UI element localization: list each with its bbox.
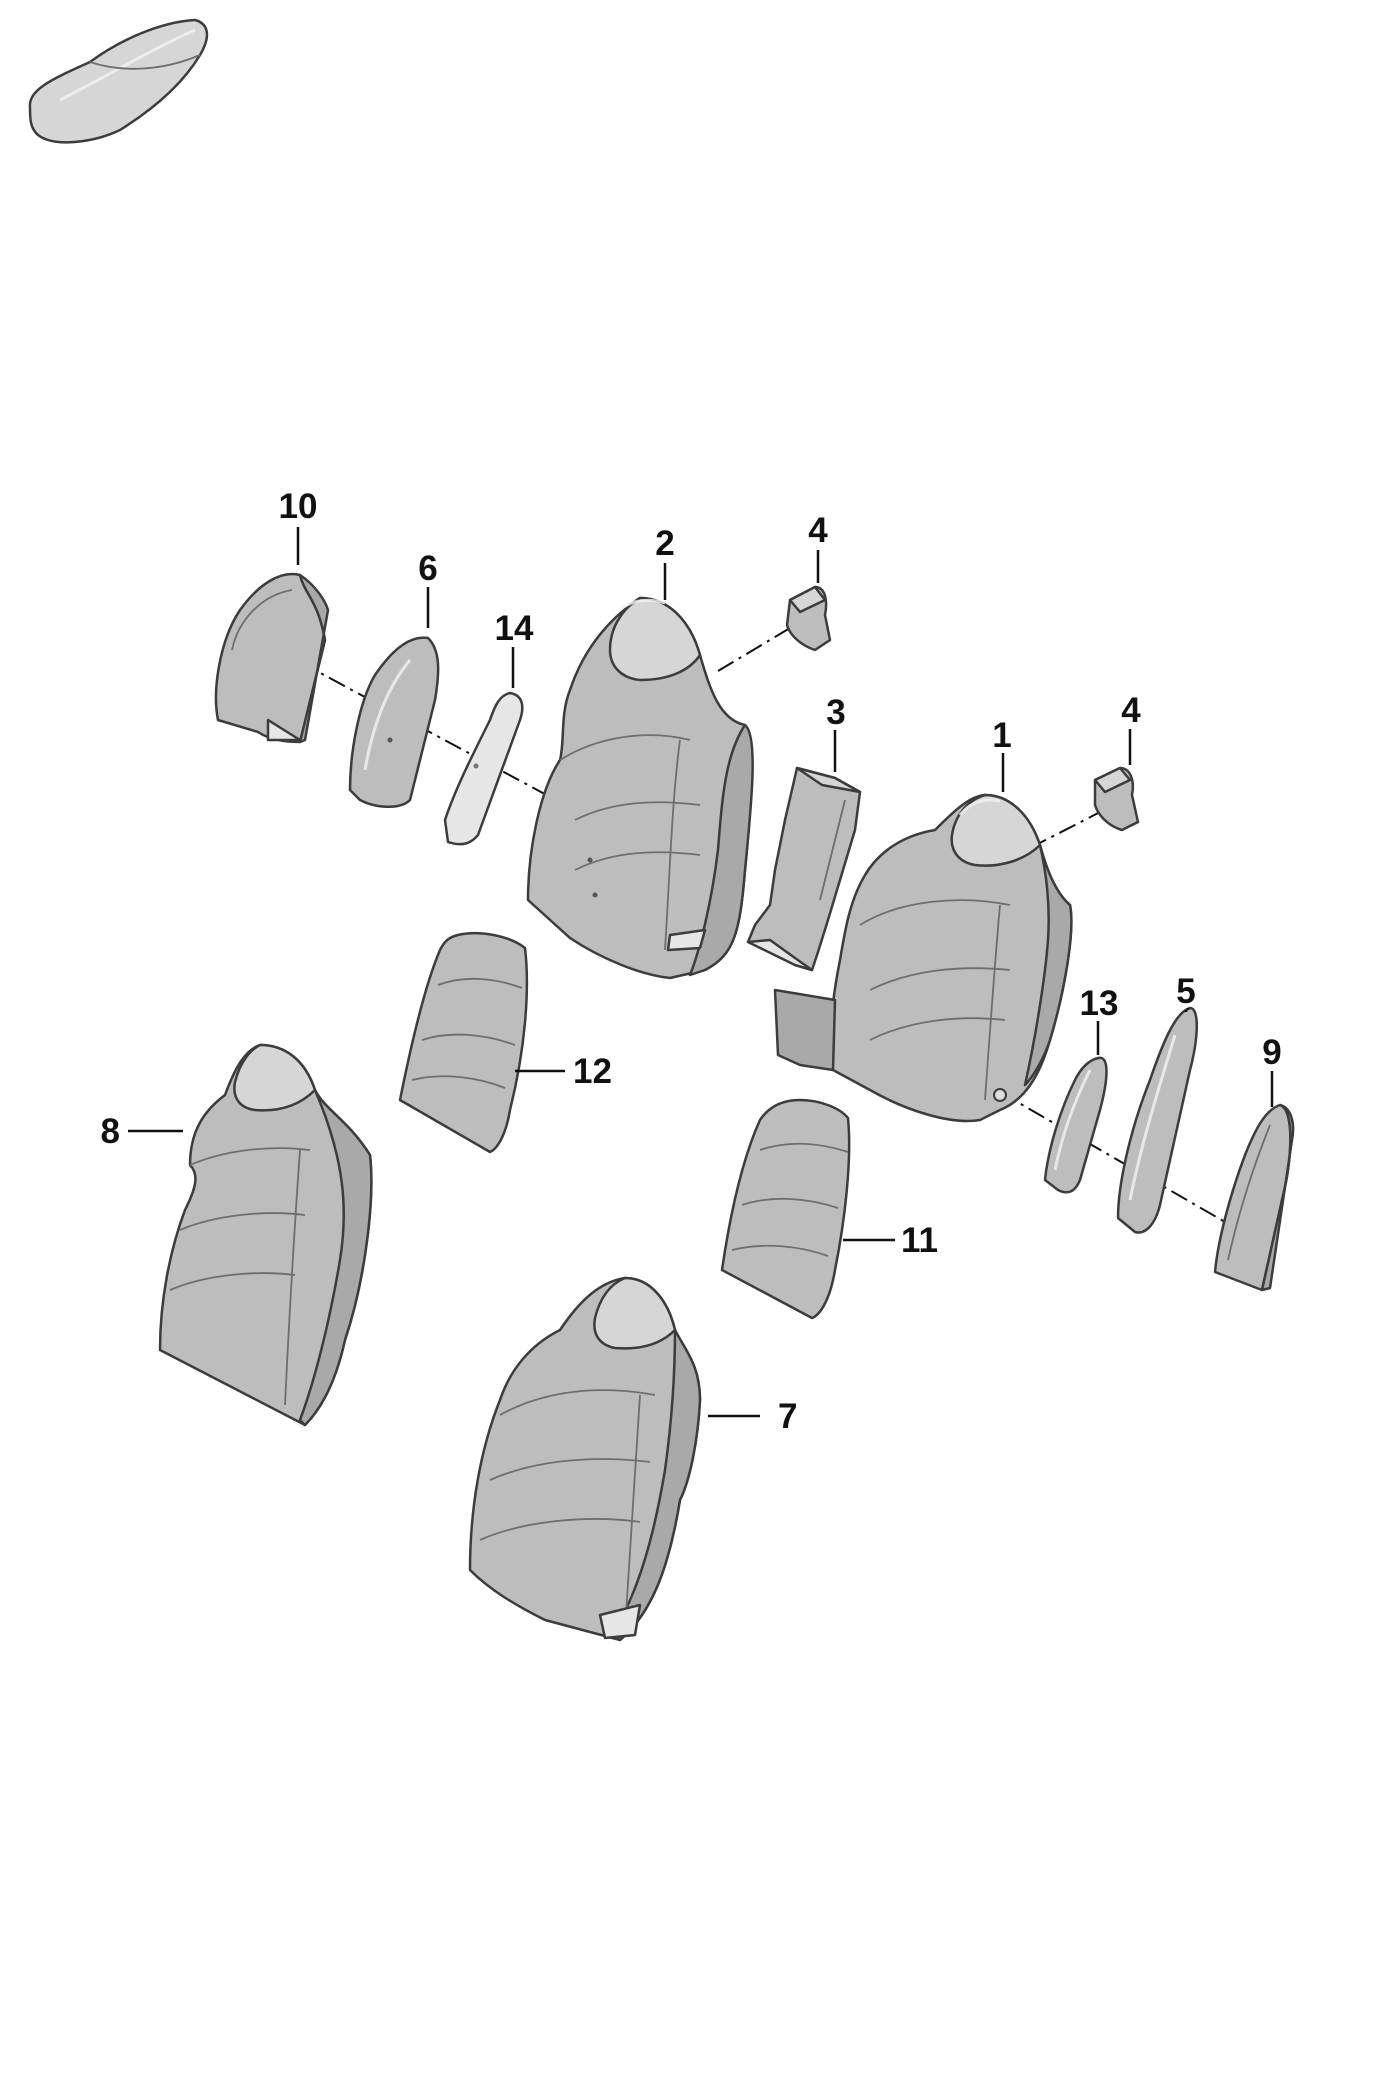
callout-11: 11: [901, 1221, 938, 1260]
part-6-side-padding: [348, 636, 440, 808]
part-13-side-trim: [1043, 1056, 1108, 1194]
callout-7: 7: [778, 1397, 797, 1436]
callout-8: 8: [101, 1112, 120, 1151]
callout-6: 6: [418, 549, 437, 588]
part-12-cover-panel: [398, 931, 529, 1154]
callout-14: 14: [495, 609, 534, 648]
callout-3: 3: [826, 693, 845, 732]
callout-4-lower: 4: [1121, 691, 1141, 730]
part-1-seat-backrest-right: [773, 793, 1073, 1123]
callout-10: 10: [279, 487, 318, 526]
leader-lines: [128, 527, 1274, 1418]
assembly-axis-lines: [299, 627, 1226, 1223]
callout-12: 12: [573, 1052, 612, 1091]
part-14-foam-strip: [443, 691, 524, 846]
part-11-cover-panel: [720, 1098, 851, 1320]
callout-13: 13: [1080, 984, 1119, 1023]
part-7-backrest-cover: [468, 1276, 702, 1642]
part-8-backrest-cover: [158, 1043, 373, 1427]
callout-1: 1: [992, 716, 1011, 755]
part-4-headrest-guide-lower: [1093, 766, 1140, 832]
callout-4-upper: 4: [808, 511, 828, 550]
part-5-side-padding: [1116, 1006, 1198, 1234]
callout-5: 5: [1176, 972, 1195, 1011]
part-9-side-cover: [1213, 1103, 1295, 1292]
part-10-side-cover: [214, 572, 330, 744]
part-4-headrest-guide-upper: [785, 585, 832, 652]
callout-9: 9: [1262, 1033, 1281, 1072]
part-3-backrest-panel: [746, 766, 862, 972]
part-2-seat-backrest-left: [526, 596, 754, 980]
car-thumbnail-icon: [28, 18, 209, 144]
callout-2: 2: [655, 524, 674, 563]
callout-labels: 10 6 14 2 4 3 1 4 13 5 9 12 8 11 7: [101, 487, 1282, 1436]
